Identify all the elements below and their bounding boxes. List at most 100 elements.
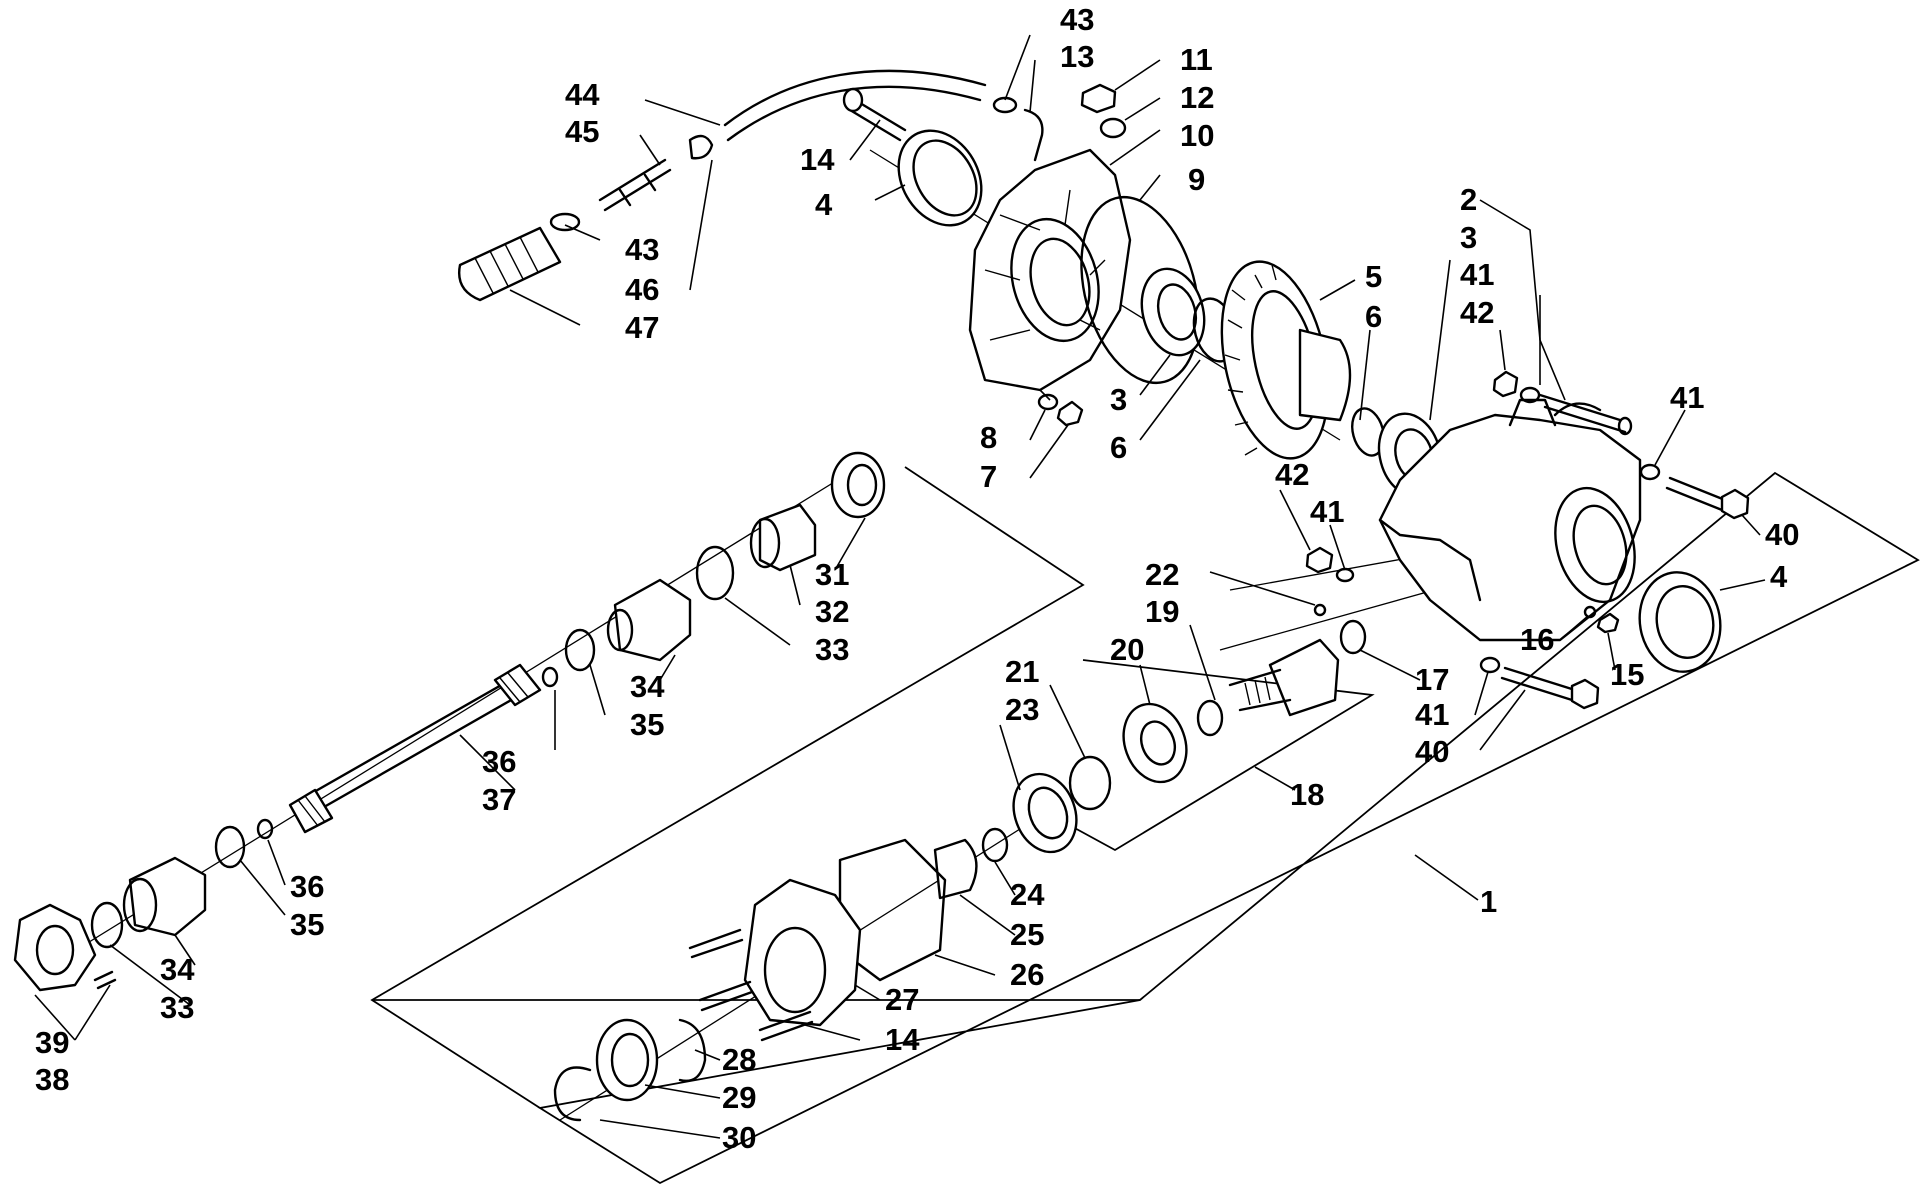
callout-25: 25 [1010, 917, 1044, 952]
hub-32-face [749, 517, 781, 569]
cover-housing-10 [968, 129, 1161, 401]
bearing-assembly-18 [999, 624, 1224, 854]
callout-10: 10 [1180, 118, 1214, 153]
seal-31-inner [846, 463, 878, 507]
bolt-14-lower-2 [698, 980, 754, 1012]
ring-gear-5 [1220, 260, 1356, 460]
cover-ribs [984, 189, 1106, 341]
callout-21: 21 [1005, 654, 1039, 689]
leader-11 [1114, 59, 1161, 91]
leader-21 [1049, 684, 1086, 759]
flange-39-bore [35, 924, 75, 976]
oring-9-shape [1080, 195, 1200, 385]
leader-38 [74, 984, 111, 1041]
callout-2: 2 [1460, 182, 1477, 217]
leader-15 [1607, 632, 1616, 671]
leader-7 [1029, 424, 1069, 479]
leader-42b [1279, 489, 1311, 551]
leader-41d [1474, 671, 1489, 716]
callout-47: 47 [625, 310, 659, 345]
leader-25 [959, 894, 1016, 936]
callout-26: 26 [1010, 957, 1044, 992]
ring-35-upper [564, 628, 596, 672]
callout-18: 18 [1290, 777, 1324, 812]
callout-17: 17 [1415, 662, 1449, 697]
bearing-21 [1068, 755, 1112, 811]
callout-30: 30 [722, 1120, 756, 1155]
cover-bore-inner [1029, 237, 1091, 327]
housing-front-flange [1378, 518, 1482, 602]
callout-43-top: 43 [1060, 2, 1094, 37]
leader-34a [659, 654, 676, 681]
bolt-40-head-upper [1720, 488, 1750, 520]
leader-30 [599, 1119, 721, 1139]
leader-46 [689, 159, 713, 291]
leader-18 [1254, 766, 1296, 791]
callout-20: 20 [1110, 632, 1144, 667]
breather-clamp-43 [549, 212, 581, 232]
breather-boot [458, 226, 562, 302]
ring-gear-hub [1298, 328, 1352, 422]
clip-43-top [992, 96, 1018, 114]
bolt-40-shaft-lower [1500, 666, 1577, 702]
leader-37 [459, 734, 516, 791]
callout-40-top: 40 [1765, 517, 1799, 552]
drive-shaft-37 [256, 663, 559, 840]
callout-labels: 43 13 11 12 10 9 44 45 14 4 43 46 47 2 3… [35, 2, 1799, 1155]
leader-14a [849, 119, 881, 161]
leader-43a [1004, 34, 1031, 101]
callout-46: 46 [625, 272, 659, 307]
hub-32 [758, 503, 817, 572]
leader-35a [589, 664, 606, 716]
cover-27 [688, 878, 881, 1042]
bearing-29-inner [610, 1032, 650, 1088]
callout-19: 19 [1145, 594, 1179, 629]
washer-8 [1037, 393, 1059, 411]
callout-6-lower: 6 [1110, 430, 1127, 465]
leader-6a [1139, 359, 1201, 441]
housing-pin-2-end [1617, 416, 1633, 436]
bolt-14-top [842, 87, 907, 161]
bolt-14-lower-3 [758, 1010, 814, 1042]
pinion-shaft [1228, 668, 1292, 712]
flange-39 [13, 903, 97, 992]
callout-22: 22 [1145, 557, 1179, 592]
ring-19 [1196, 699, 1224, 737]
leader-10 [1109, 129, 1161, 166]
callout-16: 16 [1520, 622, 1554, 657]
nut-washer-7-8 [1029, 393, 1084, 479]
leader-36b [267, 839, 286, 886]
seal-ring-parts [553, 1018, 721, 1139]
callout-41-lower: 41 [1415, 697, 1449, 732]
bolt-40-upper [1639, 409, 1761, 536]
ring-gear-tooth-lines [1224, 264, 1277, 456]
callout-36-lower: 36 [290, 869, 324, 904]
leader-4b [1719, 579, 1766, 591]
leader-6b [1359, 329, 1371, 421]
callout-36-upper: 36 [482, 744, 516, 779]
leader-32 [789, 564, 801, 606]
ball-22 [1313, 603, 1327, 617]
callout-8: 8 [980, 420, 997, 455]
leader-19 [1189, 624, 1216, 701]
bearing-25 [933, 838, 978, 900]
ring-33-lower [90, 901, 124, 949]
callout-42-mid: 42 [1275, 457, 1309, 492]
pinion-17 [1228, 619, 1421, 717]
leader-47 [509, 289, 581, 326]
leader-34b [174, 934, 196, 966]
nut-36-upper [541, 666, 559, 688]
race-23-inner [1027, 786, 1069, 840]
leader-29 [644, 1084, 721, 1099]
subassembly-outline-18 [1059, 659, 1375, 852]
callout-35-upper: 35 [630, 707, 664, 742]
callout-1: 1 [1480, 884, 1497, 919]
subassembly-outline-34 [370, 466, 1085, 1109]
leader-2 [1479, 199, 1566, 401]
pinion-spline [1244, 676, 1271, 706]
leader-3b [1429, 259, 1451, 421]
bolt-40-shaft-upper [1665, 476, 1727, 512]
leader-1 [1414, 854, 1479, 901]
washer-41-bottom [1479, 656, 1501, 674]
leader-31 [834, 517, 866, 571]
